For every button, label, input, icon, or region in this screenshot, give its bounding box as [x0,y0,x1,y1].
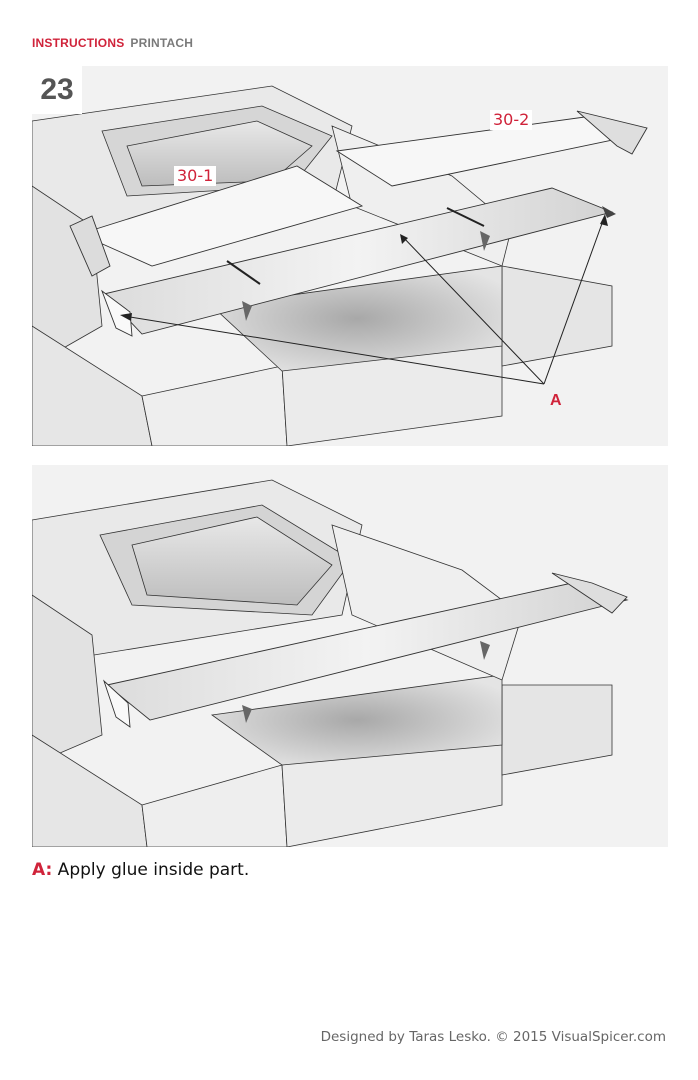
step-number-badge: 23 [32,66,82,114]
step-caption: A: Apply glue inside part. [32,860,249,880]
part-label-30-1: 30-1 [174,166,217,186]
footer-credit: Designed by Taras Lesko. © 2015 VisualSp… [320,1029,666,1045]
callout-label-a: A [550,392,562,409]
page-header: INSTRUCTIONS PRINTACH [32,36,193,50]
part-label-30-2: 30-2 [490,110,533,130]
header-brand: INSTRUCTIONS [32,36,125,50]
car-model-exploded-illustration [32,66,668,446]
step-illustration-top: 23 30-1 30-2 A [32,66,668,446]
car-model-assembled-illustration [32,465,668,847]
caption-text: Apply glue inside part. [52,860,250,880]
caption-key: A: [32,860,53,880]
header-product: PRINTACH [130,36,194,50]
step-illustration-bottom [32,465,668,847]
